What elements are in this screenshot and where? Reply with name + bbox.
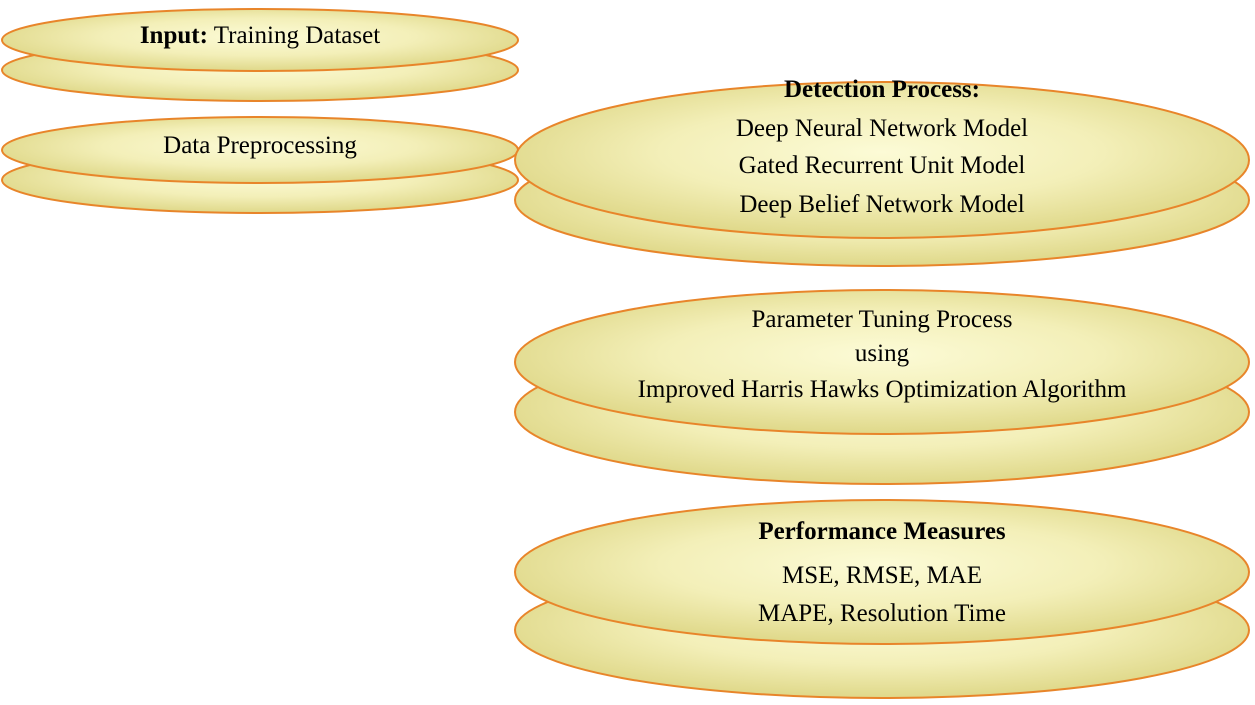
node-tuning-line-3: Improved Harris Hawks Optimization Algor… xyxy=(638,376,1127,403)
node-preprocessing: Data Preprocessing xyxy=(1,116,519,214)
node-performance: Performance Measures MSE, RMSE, MAE MAPE… xyxy=(514,499,1250,699)
node-tuning-line-1: Parameter Tuning Process xyxy=(751,306,1012,333)
node-detection-front-disc xyxy=(514,81,1250,239)
node-detection-line-3: Deep Belief Network Model xyxy=(739,191,1024,218)
node-input-front-disc xyxy=(1,8,519,72)
node-detection-heading: Detection Process: xyxy=(784,76,980,103)
node-input-label: Input: Training Dataset xyxy=(140,22,380,49)
node-preprocessing-text: Data Preprocessing xyxy=(163,132,357,159)
node-tuning-line-2: using xyxy=(855,340,910,367)
node-performance-line-1: MSE, RMSE, MAE xyxy=(782,562,982,589)
node-tuning-front-disc xyxy=(514,289,1250,435)
node-input-heading: Input: xyxy=(140,22,208,49)
node-input: Input: Training Dataset xyxy=(1,8,519,102)
node-performance-line-2: MAPE, Resolution Time xyxy=(758,600,1006,627)
node-detection: Detection Process: Deep Neural Network M… xyxy=(514,76,1250,267)
node-detection-line-1: Deep Neural Network Model xyxy=(736,115,1028,142)
node-input-text: Training Dataset xyxy=(214,22,380,49)
node-detection-line-2: Gated Recurrent Unit Model xyxy=(739,152,1026,179)
node-performance-front-disc xyxy=(514,499,1250,645)
node-performance-heading: Performance Measures xyxy=(758,518,1006,545)
node-tuning: Parameter Tuning Process using Improved … xyxy=(514,289,1250,485)
